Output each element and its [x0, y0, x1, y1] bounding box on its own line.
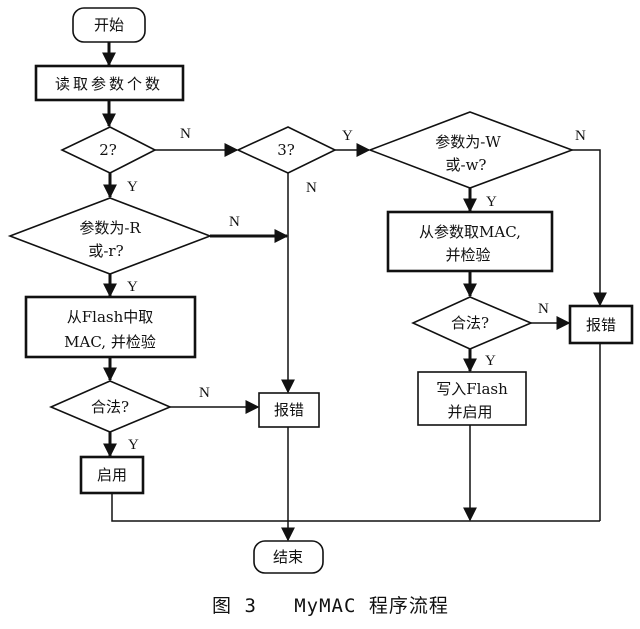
node-valid-left: 合法? — [48, 380, 173, 433]
connectors — [102, 42, 607, 542]
decision-shape — [411, 296, 534, 350]
get-mac-param-label-line1: 从参数取MAC, — [419, 223, 521, 241]
write-flash-label-line2: 并启用 — [447, 403, 492, 421]
get-mac-param-label-line2: 并检验 — [445, 246, 490, 264]
write-flash-label-line1: 写入Flash — [436, 380, 508, 398]
valid-right-label: 合法? — [451, 314, 489, 332]
figure-caption: 图 3 MyMAC 程序流程 — [212, 595, 449, 617]
node-error-right: 报错 — [568, 304, 634, 345]
node-write-flash: 写入Flash 并启用 — [417, 371, 527, 426]
label-is-r-yes: Y — [127, 279, 138, 295]
process-shape — [258, 392, 320, 428]
enable-label: 启用 — [97, 466, 127, 484]
node-start: 开始 — [72, 7, 146, 43]
get-mac-flash-label-line1: 从Flash中取 — [67, 308, 154, 326]
is-r-label-line1: 参数为-R — [79, 219, 141, 237]
node-read-count: 读取参数个数 — [34, 64, 185, 102]
process-shape — [568, 304, 634, 345]
label-is-three-yes: Y — [342, 128, 353, 144]
node-get-mac-flash: 从Flash中取 MAC, 并检验 — [24, 295, 197, 359]
label-is-r-no: N — [229, 214, 240, 230]
process-shape — [79, 455, 145, 495]
error-mid-label: 报错 — [274, 401, 304, 419]
node-enable: 启用 — [79, 455, 145, 495]
branch-labels: N Y Y N Y N Y N Y N Y N — [127, 126, 586, 453]
is-w-label-line1: 参数为-W — [435, 133, 501, 151]
node-is-r: 参数为-R 或-r? — [7, 197, 213, 275]
node-is-w: 参数为-W 或-w? — [367, 111, 575, 189]
process-shape — [386, 210, 554, 273]
is-w-label-line2: 或-w? — [446, 156, 487, 174]
get-mac-flash-label-line2: MAC, 并检验 — [64, 333, 156, 351]
decision-shape — [236, 126, 337, 174]
edge-enable-to-merge — [111, 493, 600, 522]
decision-shape — [367, 111, 575, 189]
node-is-two: 2? — [60, 126, 157, 174]
terminal-shape — [253, 540, 324, 574]
label-valid-right-yes: Y — [485, 353, 496, 369]
node-get-mac-param: 从参数取MAC, 并检验 — [386, 210, 554, 273]
label-is-w-no: N — [575, 128, 586, 144]
error-right-label: 报错 — [586, 316, 616, 334]
label-is-w-yes: Y — [486, 194, 497, 210]
process-shape — [34, 64, 185, 102]
node-valid-right: 合法? — [411, 296, 534, 350]
process-shape — [417, 371, 527, 426]
decision-shape — [60, 126, 157, 174]
valid-left-label: 合法? — [91, 398, 129, 416]
is-two-label: 2? — [99, 141, 117, 159]
label-is-three-no: N — [306, 180, 317, 196]
read-count-label: 读取参数个数 — [55, 75, 163, 93]
label-is-two-no: N — [180, 126, 191, 142]
label-is-two-yes: Y — [127, 179, 138, 195]
decision-shape — [7, 197, 213, 275]
node-error-mid: 报错 — [258, 392, 320, 428]
label-valid-left-no: N — [199, 385, 210, 401]
node-is-three: 3? — [236, 126, 337, 174]
is-r-label-line2: 或-r? — [88, 242, 123, 260]
terminal-shape — [72, 7, 146, 43]
decision-shape — [48, 380, 173, 433]
start-label: 开始 — [94, 16, 124, 34]
is-three-label: 3? — [277, 141, 295, 159]
edge-is-w-no — [572, 149, 607, 307]
label-valid-left-yes: Y — [128, 437, 139, 453]
process-shape — [24, 295, 197, 359]
node-end: 结束 — [253, 540, 324, 574]
label-valid-right-no: N — [538, 301, 549, 317]
end-label: 结束 — [273, 548, 303, 566]
